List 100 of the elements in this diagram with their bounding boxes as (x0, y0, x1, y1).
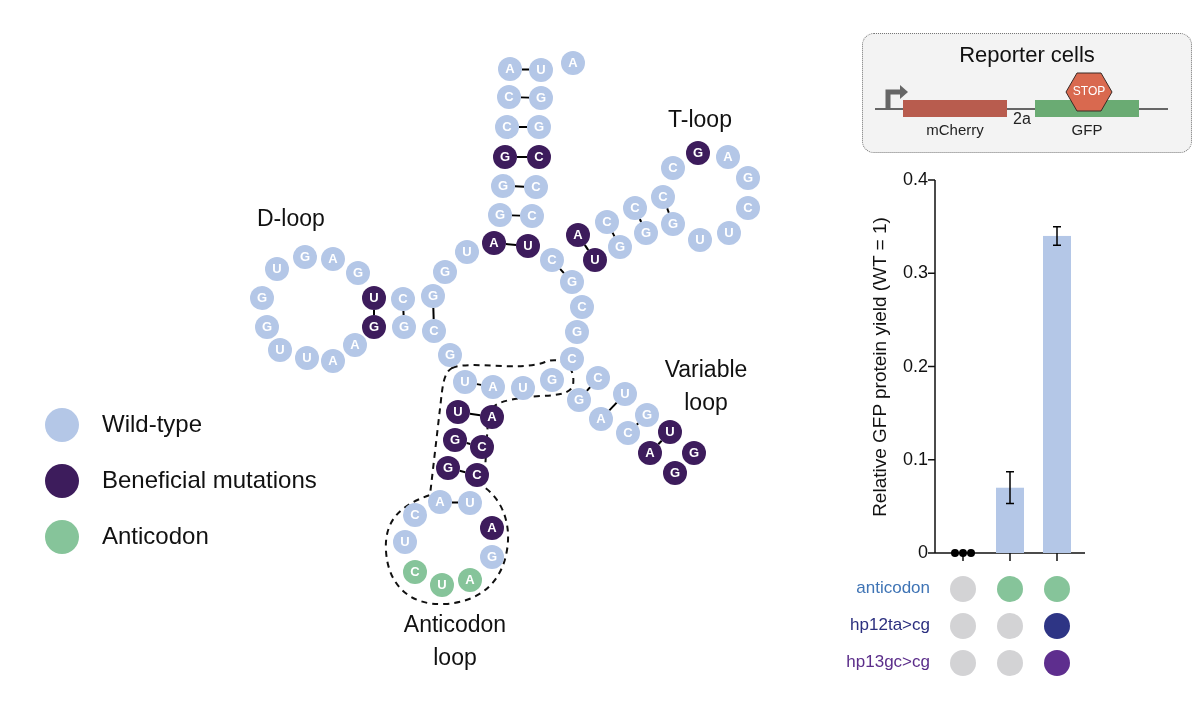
axis-title: Relative GFP protein yield (WT = 1) (869, 217, 891, 517)
region-label: D-loop (257, 205, 325, 232)
nucleotide-circle: U (393, 530, 417, 554)
row-label: hp13gc>cg (845, 652, 930, 672)
nucleotide-circle: U (511, 376, 535, 400)
nucleotide-circle: C (391, 287, 415, 311)
nucleotide-circle: U (516, 234, 540, 258)
nucleotide-circle: U (453, 370, 477, 394)
nucleotide-circle: G (491, 174, 515, 198)
nucleotide-circle: A (480, 516, 504, 540)
nucleotide-circle: U (613, 382, 637, 406)
nucleotide-circle: C (736, 196, 760, 220)
element-label: 2a (1013, 110, 1031, 128)
nucleotide-circle: G (443, 428, 467, 452)
nucleotide-circle: U (688, 228, 712, 252)
nucleotide-circle: G (529, 86, 553, 110)
nucleotide-circle: G (250, 286, 274, 310)
nucleotide-circle: G (635, 403, 659, 427)
nucleotide-circle: A (321, 349, 345, 373)
nucleotide-circle: G (488, 203, 512, 227)
nucleotide-circle: G (663, 461, 687, 485)
base-pair-line (635, 422, 640, 426)
nucleotide-circle: G (565, 320, 589, 344)
nucleotide-circle: G (255, 315, 279, 339)
base-pair-line (514, 185, 525, 188)
nucleotide-circle: G (736, 166, 760, 190)
nucleotide-circle: C (465, 463, 489, 487)
stop-label: STOP (1071, 84, 1107, 98)
nucleotide-circle: U (583, 248, 607, 272)
nucleotide-circle: C (520, 204, 544, 228)
nucleotide-circle: U (295, 346, 319, 370)
nucleotide-circle: G (421, 284, 445, 308)
nucleotide-circle: A (566, 223, 590, 247)
nucleotide-circle: U (658, 420, 682, 444)
gene-label: mCherry (925, 121, 985, 138)
nucleotide-circle: C (403, 503, 427, 527)
nucleotide-circle: U (458, 491, 482, 515)
tick-label: 0.4 (901, 169, 928, 190)
nucleotide-circle: A (638, 441, 662, 465)
nucleotide-circle: C (497, 85, 521, 109)
nucleotide-circle: G (362, 315, 386, 339)
nucleotide-circle: G (392, 315, 416, 339)
nucleotide-circle: A (716, 145, 740, 169)
region-label: T-loop (668, 106, 732, 133)
nucleotide-circle: G (661, 212, 685, 236)
nucleotide-circle: C (616, 421, 640, 445)
base-pair-line (559, 267, 565, 275)
nucleotide-circle: C (560, 347, 584, 371)
nucleotide-circle: G (346, 261, 370, 285)
base-pair-line (373, 309, 375, 316)
region-label: Variable loop (663, 355, 749, 417)
base-pair-line (511, 214, 521, 217)
base-pair-line (516, 156, 528, 158)
nucleotide-circle: A (343, 333, 367, 357)
nucleotide-circle: G (608, 235, 632, 259)
nucleotide-circle: U (717, 221, 741, 245)
nucleotide-circle: C (527, 145, 551, 169)
nucleotide-circle: C (586, 366, 610, 390)
base-pair-line (638, 218, 643, 223)
nucleotide-circle: U (446, 400, 470, 424)
nucleotide-circle: U (529, 58, 553, 82)
base-pair-line (520, 96, 530, 99)
nucleotide-circle: G (293, 245, 317, 269)
nucleotide-circle: A (589, 407, 613, 431)
base-pair-line (504, 243, 518, 246)
nucleotide-circle: U (430, 573, 454, 597)
nucleotide-circle: A (481, 375, 505, 399)
base-pair-line (451, 501, 459, 504)
nucleotide-circle: A (482, 231, 506, 255)
nucleotide-circle: A (428, 490, 452, 514)
base-pair-line (518, 126, 528, 128)
nucleotide-circle: G (433, 260, 457, 284)
row-label: anticodon (855, 578, 930, 598)
tick-label: 0.1 (901, 448, 928, 470)
nucleotide-circle: C (623, 196, 647, 220)
nucleotide-circle: G (560, 270, 584, 294)
nucleotide-circle: G (493, 145, 517, 169)
nucleotide-circle: G (480, 545, 504, 569)
nucleotide-circle: U (265, 257, 289, 281)
nucleotide-circle: G (527, 115, 551, 139)
nucleotide-circle: A (458, 568, 482, 592)
region-label: Anticodon loop (402, 610, 508, 672)
legend-label: Beneficial mutations (102, 466, 317, 494)
nucleotide-circle: G (682, 441, 706, 465)
reporter-panel (862, 33, 1192, 153)
nucleotide-circle: G (567, 388, 591, 412)
base-pair-line (611, 231, 616, 238)
base-pair-line (465, 442, 472, 445)
nucleotide-circle: A (561, 51, 585, 75)
legend-label: Anticodon (102, 522, 209, 550)
nucleotide-circle: G (634, 221, 658, 245)
panel-title: Reporter cells (958, 42, 1096, 68)
nucleotide-circle: C (661, 156, 685, 180)
nucleotide-circle: U (268, 338, 292, 362)
nucleotide-circle: C (495, 115, 519, 139)
nucleotide-circle: G (436, 456, 460, 480)
nucleotide-circle: G (540, 368, 564, 392)
nucleotide-circle: C (470, 435, 494, 459)
nucleotide-circle: C (524, 175, 548, 199)
base-pair-line (468, 412, 482, 417)
